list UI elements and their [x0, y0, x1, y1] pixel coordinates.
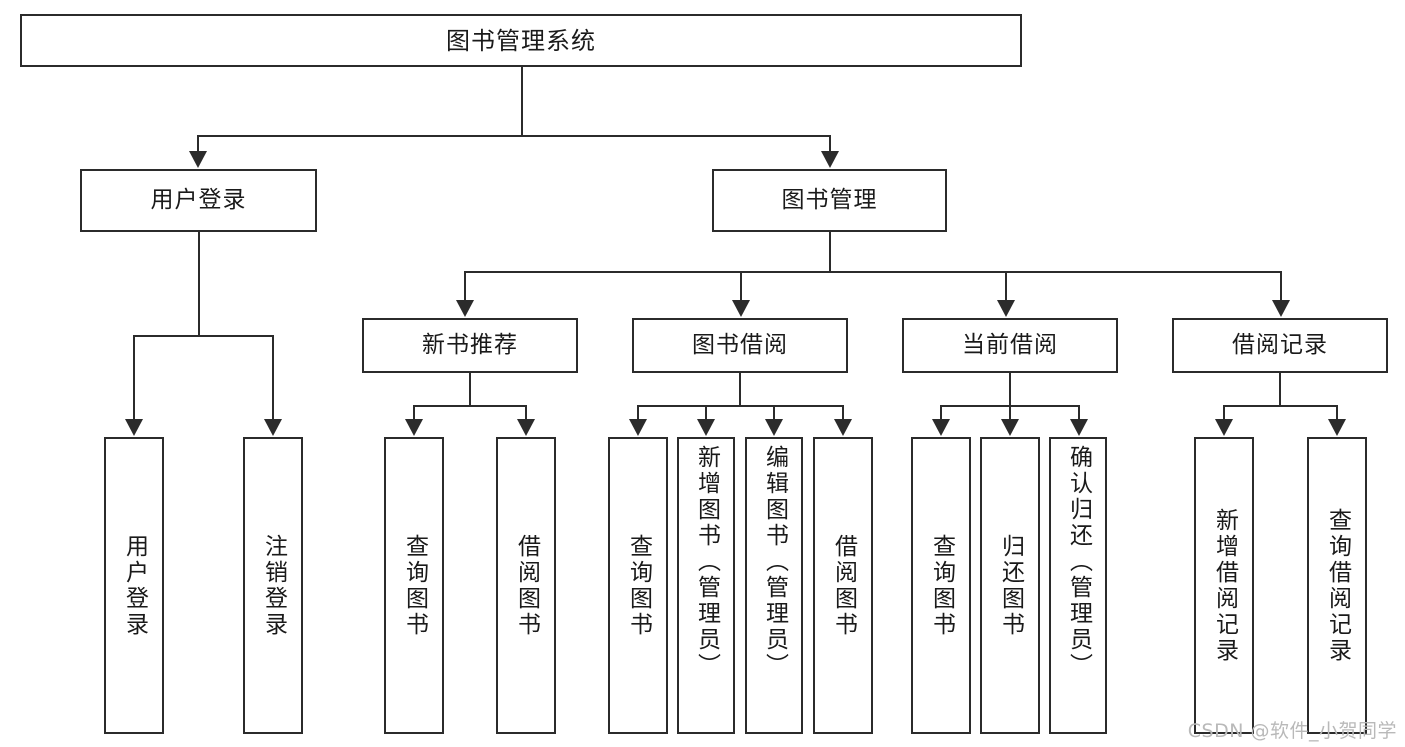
node-query-book-3[interactable]: 查询图书 [911, 437, 971, 734]
arrowhead-book-borrow [732, 300, 750, 317]
connector-new-book-bracket [413, 405, 525, 407]
node-label: 确认归还（管理员） [1065, 445, 1092, 679]
arrowhead-edit-book [765, 419, 783, 436]
connector-user-login-drop-2 [272, 335, 274, 420]
arrowhead-user-logout [264, 419, 282, 436]
connector-root-stem [521, 67, 523, 135]
node-current-borrow[interactable]: 当前借阅 [902, 318, 1118, 373]
arrowhead-confirm-return [1070, 419, 1088, 436]
connector-to-current-borrow [1005, 271, 1007, 301]
node-query-book-2[interactable]: 查询图书 [608, 437, 668, 734]
node-label: 查询图书 [625, 533, 652, 638]
connector-to-borrow-records [1280, 271, 1282, 301]
connector-book-borrow-drop-1 [637, 405, 639, 420]
node-label: 新书推荐 [422, 332, 518, 359]
node-label: 图书管理系统 [446, 26, 596, 55]
connector-book-borrow-stem [739, 373, 741, 405]
node-return-book[interactable]: 归还图书 [980, 437, 1040, 734]
node-add-record[interactable]: 新增借阅记录 [1194, 437, 1254, 734]
connector-user-login-drop-1 [133, 335, 135, 420]
node-query-record[interactable]: 查询借阅记录 [1307, 437, 1367, 734]
connector-book-borrow-bracket [637, 405, 842, 407]
node-user-login[interactable]: 用户登录 [80, 169, 317, 232]
node-book-management[interactable]: 图书管理 [712, 169, 947, 232]
connector-to-book-borrow [740, 271, 742, 301]
connector-root-to-user-login [197, 135, 199, 153]
node-book-borrow[interactable]: 图书借阅 [632, 318, 848, 373]
connector-current-borrow-drop-1 [940, 405, 942, 420]
node-label: 图书借阅 [692, 332, 788, 359]
connector-user-login-bracket [133, 335, 273, 337]
arrowhead-query-book-1 [405, 419, 423, 436]
connector-book-borrow-drop-2 [705, 405, 707, 420]
connector-book-borrow-drop-3 [773, 405, 775, 420]
node-query-book-1[interactable]: 查询图书 [384, 437, 444, 734]
node-label: 借阅图书 [830, 533, 857, 638]
connector-root-to-book-mgmt [829, 135, 831, 153]
connector-new-book-drop-1 [413, 405, 415, 420]
node-label: 图书管理 [781, 187, 878, 214]
connector-root-bracket [197, 135, 829, 137]
node-edit-book[interactable]: 编辑图书（管理员） [745, 437, 803, 734]
node-label: 注销登录 [260, 533, 287, 638]
connector-new-book-stem [469, 373, 471, 405]
arrowhead-current-borrow [997, 300, 1015, 317]
arrowhead-borrow-book-1 [517, 419, 535, 436]
connector-borrow-records-drop-2 [1336, 405, 1338, 420]
connector-to-new-book [464, 271, 466, 301]
arrowhead-query-record [1328, 419, 1346, 436]
node-label: 新增图书（管理员） [693, 445, 720, 679]
arrowhead-query-book-2 [629, 419, 647, 436]
arrowhead-return-book [1001, 419, 1019, 436]
node-label: 编辑图书（管理员） [761, 445, 788, 679]
node-label: 当前借阅 [962, 332, 1058, 359]
node-borrow-records[interactable]: 借阅记录 [1172, 318, 1388, 373]
connector-current-borrow-drop-2 [1009, 405, 1011, 420]
arrowhead-add-book [697, 419, 715, 436]
arrowhead-query-book-3 [932, 419, 950, 436]
node-label: 借阅记录 [1232, 332, 1328, 359]
arrowhead-add-record [1215, 419, 1233, 436]
node-root-system[interactable]: 图书管理系统 [20, 14, 1022, 67]
node-label: 借阅图书 [513, 533, 540, 638]
node-user-logout[interactable]: 注销登录 [243, 437, 303, 734]
connector-borrow-records-stem [1279, 373, 1281, 405]
node-label: 查询图书 [928, 533, 955, 638]
arrowhead-borrow-book-2 [834, 419, 852, 436]
node-label: 用户登录 [150, 187, 247, 214]
connector-new-book-drop-2 [525, 405, 527, 420]
arrowhead-user-login-do [125, 419, 143, 436]
node-confirm-return[interactable]: 确认归还（管理员） [1049, 437, 1107, 734]
node-new-book-recommend[interactable]: 新书推荐 [362, 318, 578, 373]
node-label: 归还图书 [997, 533, 1024, 638]
node-borrow-book-2[interactable]: 借阅图书 [813, 437, 873, 734]
node-add-book[interactable]: 新增图书（管理员） [677, 437, 735, 734]
connector-book-mgmt-bracket [464, 271, 1280, 273]
arrowhead-book-mgmt [821, 151, 839, 168]
connector-current-borrow-drop-3 [1078, 405, 1080, 420]
connector-book-mgmt-stem [829, 232, 831, 271]
node-label: 查询图书 [401, 533, 428, 638]
connector-borrow-records-drop-1 [1223, 405, 1225, 420]
arrowhead-new-book-recommend [456, 300, 474, 317]
node-label: 用户登录 [121, 533, 148, 638]
connector-current-borrow-stem [1009, 373, 1011, 405]
node-user-login-do[interactable]: 用户登录 [104, 437, 164, 734]
arrowhead-user-login [189, 151, 207, 168]
arrowhead-borrow-records [1272, 300, 1290, 317]
node-borrow-book-1[interactable]: 借阅图书 [496, 437, 556, 734]
node-label: 新增借阅记录 [1211, 507, 1238, 664]
connector-user-login-stem [198, 232, 200, 335]
node-label: 查询借阅记录 [1324, 507, 1351, 664]
connector-book-borrow-drop-4 [842, 405, 844, 420]
connector-borrow-records-bracket [1223, 405, 1336, 407]
